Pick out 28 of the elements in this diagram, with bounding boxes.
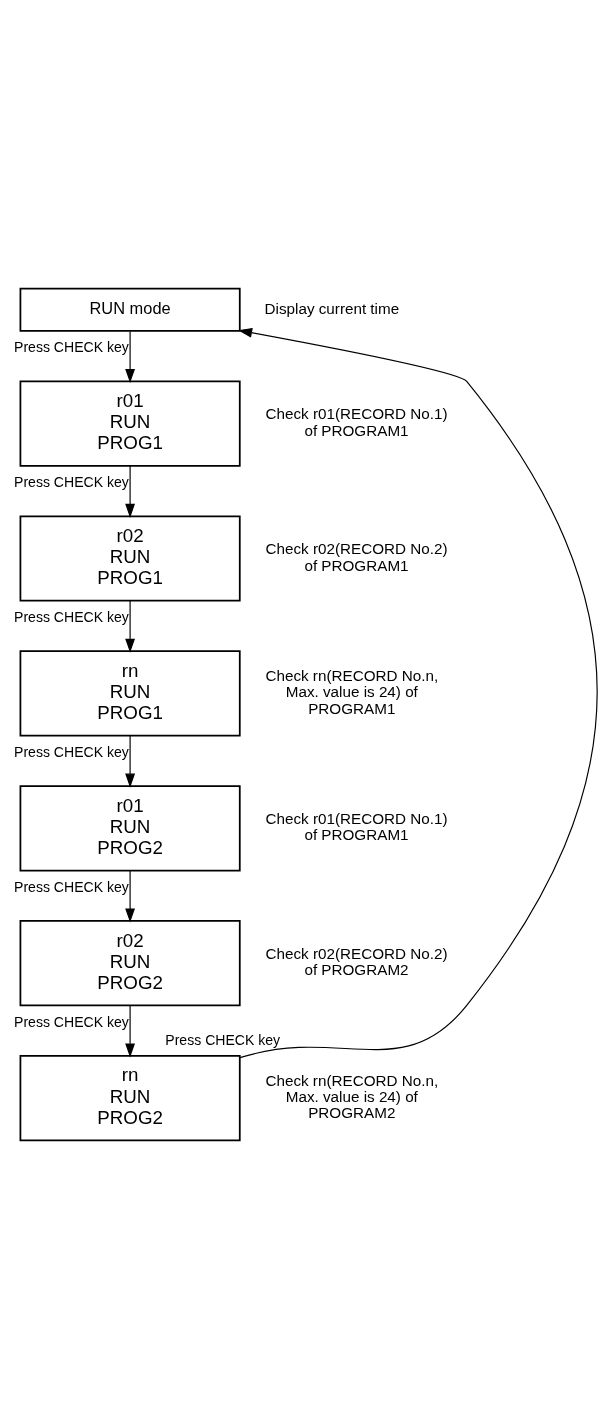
node-box: r01 RUN PROG1 bbox=[19, 380, 241, 467]
edge-label: Press CHECK key bbox=[165, 1031, 281, 1048]
edge-label: Press CHECK key bbox=[14, 1013, 129, 1030]
arrow bbox=[125, 599, 136, 653]
node-box: RUN mode bbox=[19, 287, 241, 332]
node-box: rn RUN PROG1 bbox=[19, 649, 241, 736]
node-label: Check r01(RECORD No.1) of PROGRAM1 bbox=[265, 809, 448, 843]
arrow bbox=[125, 734, 136, 788]
node-label: Check r01(RECORD No.1) of PROGRAM1 bbox=[265, 404, 448, 439]
arrow bbox=[125, 869, 136, 923]
arrow bbox=[238, 327, 598, 1058]
node-box: r02 RUN PROG2 bbox=[19, 919, 241, 1006]
node-label: Check rn(RECORD No.n, Max. value is 24) of PROGRAM2 bbox=[265, 1071, 439, 1121]
edge-label: Press CHECK key bbox=[14, 743, 129, 760]
arrow bbox=[125, 330, 136, 383]
node-box: r02 RUN PROG1 bbox=[19, 514, 241, 602]
edge-label: Press CHECK key bbox=[14, 878, 129, 895]
node-label: Check rn(RECORD No.n, Max. value is 24) of PROGRAM1 bbox=[265, 666, 439, 717]
edge-label: Press CHECK key bbox=[14, 608, 129, 625]
edge-label: Press CHECK key bbox=[14, 473, 129, 490]
node-label: Display current time bbox=[264, 299, 400, 317]
node-label: Check r02(RECORD No.2) of PROGRAM1 bbox=[265, 539, 448, 574]
arrow bbox=[125, 1004, 136, 1057]
node-box: r01 RUN PROG2 bbox=[19, 784, 241, 871]
node-box: rn RUN PROG2 bbox=[19, 1054, 241, 1141]
arrow bbox=[125, 464, 136, 518]
edge-label: Press CHECK key bbox=[14, 338, 129, 355]
node-label: Check r02(RECORD No.2) of PROGRAM2 bbox=[265, 944, 448, 978]
